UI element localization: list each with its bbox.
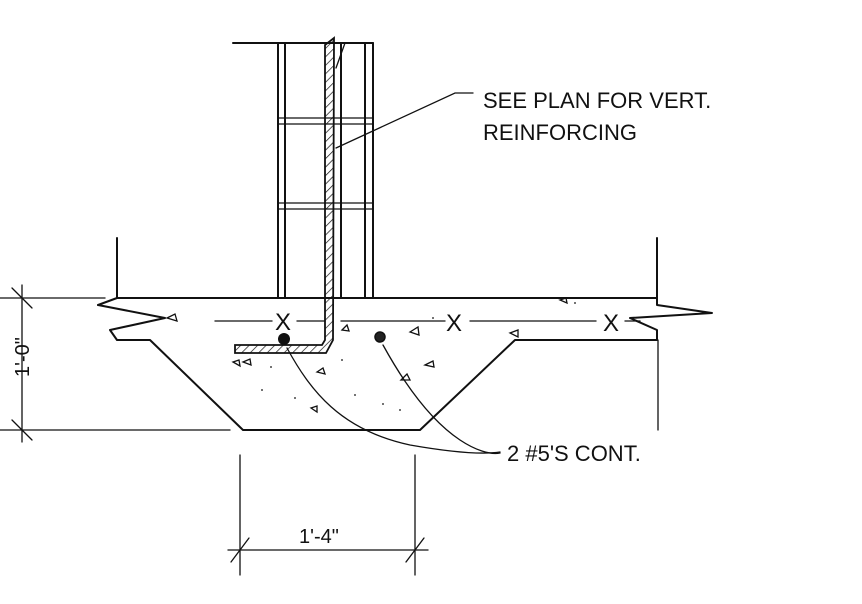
slab-and-footing	[97, 297, 713, 431]
cont-bar-left	[278, 333, 290, 345]
concrete-aggregate-marks	[165, 297, 576, 414]
note-vert-reinforcing-line1: SEE PLAN FOR VERT.	[483, 88, 711, 113]
leader-cont-bars	[286, 344, 501, 455]
vertical-rebar-dowel	[234, 36, 335, 354]
leader-vert-reinforcing	[335, 42, 474, 149]
x-marker-left: X	[275, 309, 291, 336]
note-cont-bars: 2 #5'S CONT.	[507, 441, 641, 466]
x-marker-right: X	[603, 310, 619, 337]
cmu-wall	[232, 42, 374, 299]
cont-bar-right	[374, 331, 386, 343]
dimension-footing-depth-label: 1'-0"	[12, 337, 34, 377]
dimension-footing-width-label: 1'-4"	[299, 526, 339, 548]
dimension-footing-depth	[0, 284, 659, 443]
note-vert-reinforcing-line2: REINFORCING	[483, 120, 637, 145]
x-marker-mid: X	[446, 310, 462, 337]
dimension-footing-width	[227, 454, 429, 576]
